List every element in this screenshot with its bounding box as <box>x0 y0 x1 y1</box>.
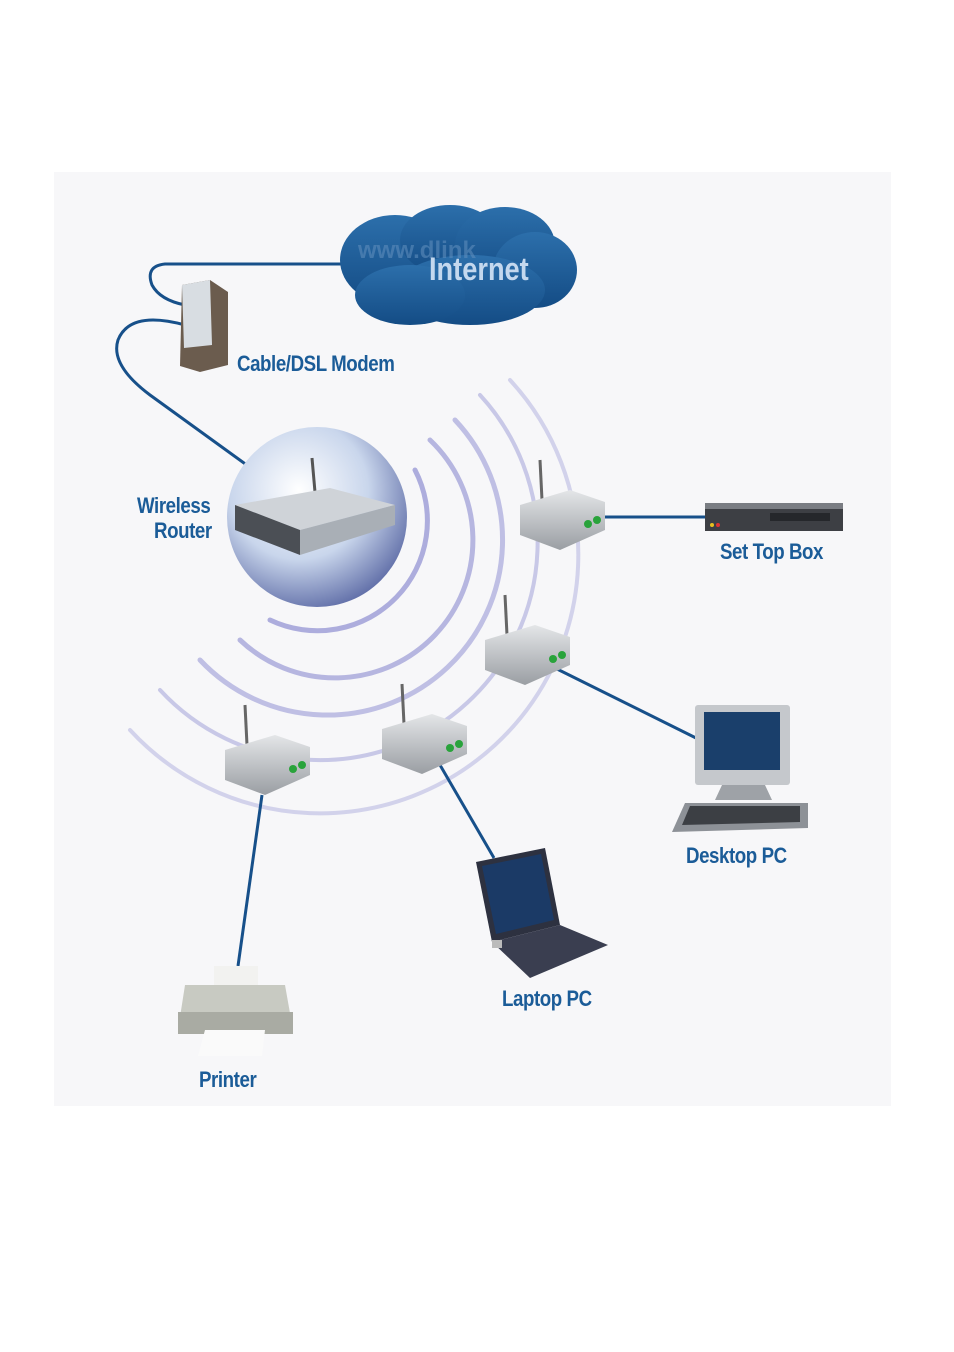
wireless-signal-rings <box>128 378 581 816</box>
internet-watermark: www.dlink <box>358 237 476 264</box>
printer-label: Printer <box>199 1067 257 1092</box>
modem-label: Cable/DSL Modem <box>237 351 395 376</box>
desktop-pc-label: Desktop PC <box>686 843 787 868</box>
set-top-box-icon <box>705 503 843 531</box>
modem-icon <box>180 280 228 372</box>
router-label-line1: Wireless <box>137 493 211 518</box>
internet-cloud <box>340 205 577 325</box>
access-point-icon <box>382 683 467 774</box>
cable-ap-laptop <box>438 764 496 859</box>
access-point-icon <box>520 459 605 550</box>
laptop-pc-label: Laptop PC <box>502 986 592 1011</box>
cable-ap-printer <box>236 794 264 967</box>
cable-modem-router <box>115 318 296 502</box>
printer-icon <box>178 966 293 1056</box>
set-top-box-label: Set Top Box <box>720 539 824 564</box>
desktop-pc-icon <box>672 705 808 832</box>
laptop-pc-icon <box>476 848 608 978</box>
wireless-router-icon <box>227 427 407 607</box>
network-cables <box>115 262 706 967</box>
internet-label: Internet <box>429 251 529 287</box>
router-label-line2: Router <box>154 518 212 543</box>
access-point-icon <box>485 594 570 685</box>
cable-internet-modem <box>148 262 345 307</box>
access-point-icon <box>225 704 310 795</box>
cable-ap-desktop <box>554 666 697 740</box>
